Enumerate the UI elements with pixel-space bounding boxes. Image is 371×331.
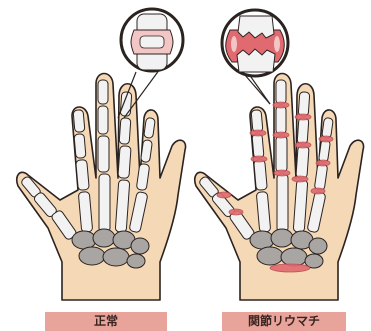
normal-caption: 正常: [45, 312, 167, 331]
ra-hand: [195, 74, 364, 301]
normal-joint-magnifier: [121, 9, 183, 71]
ra-caption: 関節リウマチ: [222, 312, 346, 331]
normal-hand: [17, 74, 186, 301]
ra-joint-magnifier: [222, 10, 288, 76]
